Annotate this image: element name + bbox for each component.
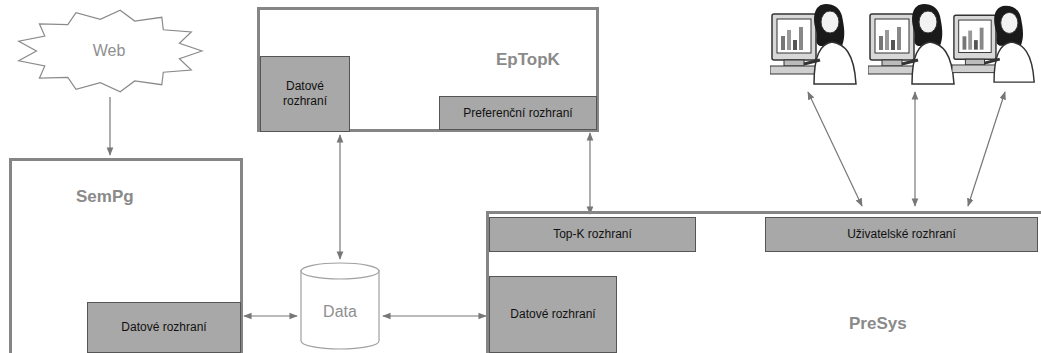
web-cloud: Web xyxy=(14,8,204,94)
node-label: Top-K rozhraní xyxy=(553,227,632,242)
node-label: Datové rozhraní xyxy=(121,320,206,335)
interface-box: Datové rozhraní xyxy=(87,302,241,353)
component-box: SemPgDatové rozhraní xyxy=(9,158,243,353)
connector-arrow xyxy=(244,315,297,316)
interface-box: Uživatelské rozhraní xyxy=(765,217,1038,252)
component-title: PreSys xyxy=(849,314,907,334)
node-label: Datové rozhraní xyxy=(510,307,595,322)
connector-arrow xyxy=(339,135,340,259)
connector-arrow xyxy=(383,315,486,316)
node-label: Preferenční rozhraní xyxy=(463,106,572,121)
component-box: EpTopK Datové rozhraníPreferenční rozhran… xyxy=(257,7,599,132)
connector-arrow xyxy=(109,97,110,155)
node-label: Datové rozhraní xyxy=(266,79,344,109)
data-cylinder: Data xyxy=(300,262,380,350)
node-label: Web xyxy=(93,42,126,60)
node-label: Data xyxy=(323,303,357,321)
interface-box: Datové rozhraní xyxy=(489,276,617,353)
component-title: SemPg xyxy=(76,187,134,207)
interface-box: Top-K rozhraní xyxy=(489,217,696,252)
node-label: Uživatelské rozhraní xyxy=(847,227,956,242)
interface-box: Preferenční rozhraní xyxy=(439,96,597,130)
component-title: EpTopK xyxy=(496,50,560,70)
component-box: PreSys Top-K rozhraní Uživatelské rozhraní… xyxy=(486,211,1041,353)
interface-box: Datové rozhraní xyxy=(260,56,350,132)
connector-arrow xyxy=(589,133,590,214)
